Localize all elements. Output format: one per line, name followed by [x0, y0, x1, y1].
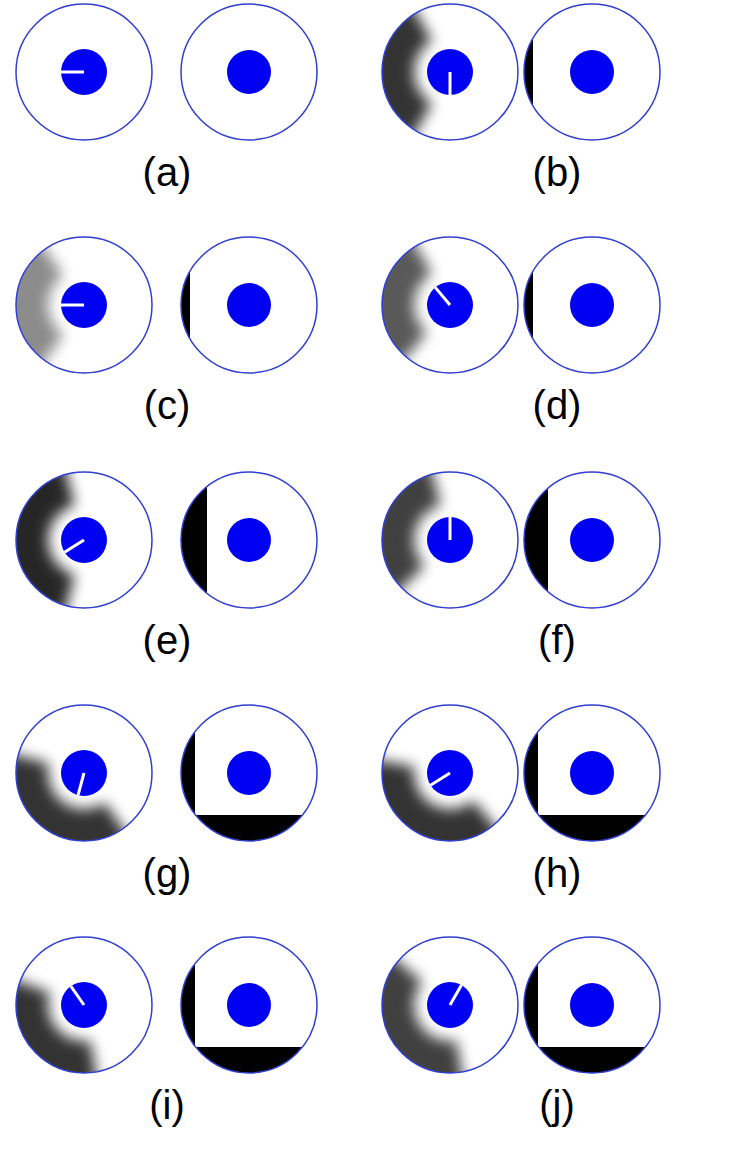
- mask-outline: [524, 237, 660, 373]
- panel-label: (c): [144, 385, 191, 425]
- field-outline: [382, 705, 518, 841]
- source-dot: [227, 283, 271, 327]
- source-dot: [61, 282, 107, 328]
- source-dot: [427, 982, 473, 1028]
- mask-outline: [524, 705, 660, 841]
- panel: [2, 935, 319, 1087]
- panel-label: (i): [149, 1085, 185, 1125]
- shadow-region: [2, 238, 63, 372]
- direction-hand: [78, 773, 84, 795]
- source-dot: [227, 983, 271, 1027]
- source-dot: [570, 50, 614, 94]
- source-dot: [427, 750, 473, 796]
- panel-label: (e): [143, 620, 192, 660]
- direction-hand: [450, 985, 462, 1005]
- mask-outline: [524, 4, 660, 140]
- panel-label: (a): [143, 152, 192, 192]
- mask-outline: [181, 705, 317, 841]
- direction-hand: [61, 304, 84, 307]
- field-disc: [16, 4, 152, 140]
- mask-outline: [181, 472, 317, 608]
- source-dot: [427, 517, 473, 563]
- direction-hand: [71, 986, 84, 1005]
- panel: [2, 235, 317, 375]
- shadow-region: [368, 1, 432, 143]
- source-dot: [427, 282, 473, 328]
- source-dot: [570, 518, 614, 562]
- panel: [16, 4, 317, 140]
- panel-label: (d): [533, 385, 582, 425]
- panel: [2, 703, 319, 855]
- panel-label: (g): [143, 853, 192, 893]
- source-dot: [61, 49, 107, 95]
- mask-outline: [181, 937, 317, 1073]
- mask-outline: [181, 237, 317, 373]
- direction-hand: [430, 773, 450, 785]
- source-dot: [570, 983, 614, 1027]
- mask-clip: [522, 935, 662, 1075]
- field-outline: [16, 4, 152, 140]
- field-outline: [16, 237, 152, 373]
- shade-clip: [2, 238, 63, 372]
- mask-outline: [181, 4, 317, 140]
- panel: [368, 1, 660, 143]
- shade-clip: [368, 234, 432, 368]
- source-dot: [570, 283, 614, 327]
- source-dot: [570, 751, 614, 795]
- mask-disc: [181, 237, 317, 373]
- panel: [2, 461, 317, 619]
- source-dot: [61, 750, 107, 796]
- panel: [368, 935, 662, 1087]
- direction-hand: [449, 72, 452, 95]
- source-dot: [227, 518, 271, 562]
- panel-label: (j): [539, 1085, 575, 1125]
- field-outline: [16, 705, 152, 841]
- mask-disc: [524, 237, 660, 373]
- source-dot: [61, 982, 107, 1028]
- direction-hand: [61, 71, 84, 74]
- panel-label: (h): [533, 853, 582, 893]
- source-dot: [227, 751, 271, 795]
- panel-label: (b): [533, 152, 582, 192]
- direction-hand: [435, 287, 450, 305]
- shadow-region: [368, 234, 432, 368]
- source-dot: [61, 517, 107, 563]
- mask-outline: [524, 937, 660, 1073]
- field-outline: [382, 237, 518, 373]
- field-outline: [382, 937, 518, 1073]
- source-dot: [427, 49, 473, 95]
- field-outline: [382, 4, 518, 140]
- mask-clip: [522, 703, 662, 843]
- panel-label: (f): [538, 620, 576, 660]
- mask-outline: [524, 472, 660, 608]
- source-dot: [227, 50, 271, 94]
- shade-clip: [368, 1, 432, 143]
- field-outline: [16, 937, 152, 1073]
- panel: [368, 703, 662, 855]
- panel: [368, 461, 660, 610]
- field-outline: [16, 472, 152, 608]
- mask-disc: [524, 4, 660, 140]
- mask-clip: [179, 703, 319, 843]
- field-outline: [382, 472, 518, 608]
- direction-hand: [64, 540, 84, 552]
- mask-disc: [181, 4, 317, 140]
- direction-hand: [449, 517, 452, 540]
- panel: [368, 234, 660, 375]
- mask-clip: [179, 935, 319, 1075]
